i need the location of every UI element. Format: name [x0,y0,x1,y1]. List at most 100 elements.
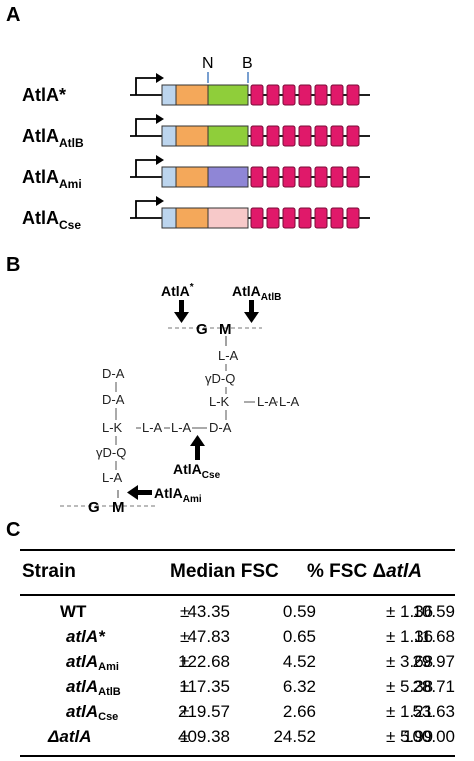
row-strain-4: atlACse [66,702,119,723]
row-median-pm-2: ± [180,652,190,671]
construct-label-2: AtlAAmi [22,167,82,191]
lysm-repeat [282,207,296,229]
svg-text:AtlACse: AtlACse [173,461,221,481]
row-median-0: 43.35 [187,602,230,621]
row-median-2: 122.68 [178,652,230,671]
lysm-repeat [250,125,264,147]
glycan-bottom-m: M [112,499,125,516]
row-pct-4: 53.63 [412,702,455,721]
row-strain-5: ΔatlA [48,727,92,746]
right-stem-1: L-A [218,348,239,363]
row-median-err-1: 0.65 [282,627,316,646]
right-stem-3: L-K [209,394,230,409]
row-pct-1: 11.68 [413,627,455,646]
lysm-repeat [330,166,344,188]
row-median-4: 219.57 [178,702,230,721]
catalytic-domain [207,84,249,106]
panel-letter-a: A [6,4,21,26]
lysm-repeat [346,125,360,147]
atla-cse-label: AtlA [173,461,202,477]
panel-letter-c: C [6,519,21,541]
lysm-repeat [266,84,280,106]
promoter-arrow [135,118,156,136]
row-pct-err-5: ± 5.99 [386,727,434,746]
lysm-repeat [266,125,280,147]
svg-text:AtlAAtlB: AtlAAtlB [232,283,281,303]
lysm-repeat [282,84,296,106]
construct-label-0: AtlA* [22,85,66,105]
left-stem-1: D-A [102,366,125,381]
left-stem-4: γD-Q [96,445,126,460]
left-stem-5: L-A [102,470,123,485]
right-branch-2: L-A [279,394,300,409]
atla-atlb-label: AtlA [232,283,261,299]
left-stem-3: L-K [102,420,123,435]
right-branch-1: L-A [257,394,278,409]
row-median-err-3: 6.32 [282,677,316,696]
glycan-top-g: G [196,321,208,338]
lysm-repeat [330,84,344,106]
table-header-rule [20,594,455,596]
row-pct-err-2: ± 3.68 [386,652,434,671]
promoter-arrow [135,77,156,95]
lysm-repeat [298,166,312,188]
table-top-rule [20,549,455,551]
lysm-repeat [346,84,360,106]
row-pct-3: 28.71 [412,677,455,696]
lysm-repeat [298,84,312,106]
catalytic-domain [207,207,249,229]
promoter-arrow-head [156,196,164,206]
row-pct-5: 100.00 [403,727,455,746]
row-strain-1: atlA* [66,627,105,646]
glycan-bottom-g: G [88,499,100,516]
lysm-repeat [346,166,360,188]
svg-text:AtlA*: AtlA* [161,282,194,299]
lysm-repeat [282,125,296,147]
row-strain-2: atlAAmi [66,652,119,673]
bridge-2: L-A [171,420,192,435]
row-median-3: 117.35 [179,677,230,696]
row-median-err-5: 24.52 [273,727,316,746]
row-median-pm-1: ± [180,627,190,646]
site-label-b: B [242,55,253,72]
atla-star-label: AtlA [161,283,190,299]
lysm-repeat [250,207,264,229]
row-pct-2: 29.97 [412,652,455,671]
lysm-repeat [346,207,360,229]
promoter-arrow-head [156,114,164,124]
lysm-repeat [298,207,312,229]
row-pct-err-0: ± 1.36 [386,602,434,621]
construct-label-1: AtlAAtlB [22,126,84,150]
row-pct-0: 10.59 [412,602,455,621]
header-median: Median FSC [170,561,279,582]
promoter-arrow-head [156,155,164,165]
site-label-n: N [202,55,214,72]
lysm-repeat [250,84,264,106]
row-strain-0: WT [60,602,87,621]
row-median-5: 409.38 [178,727,230,746]
lysm-repeat [298,125,312,147]
construct-label-3: AtlACse [22,208,81,232]
right-stem-2: γD-Q [205,371,235,386]
row-median-err-2: 4.52 [282,652,316,671]
promoter-arrow [135,200,156,218]
lysm-repeat [266,166,280,188]
peptidoglycan-diagram: G M G M L-A γD-Q L-K D-A L-A L-A D-A D-A… [60,282,300,516]
promoter-arrow [135,159,156,177]
row-median-pm-4: ± [180,702,190,721]
lysm-repeat [330,125,344,147]
row-median-pm-3: ± [180,677,190,696]
header-strain: Strain [22,561,76,582]
row-strain-3: atlAAtlB [66,677,121,698]
row-pct-err-3: ± 5.38 [386,677,434,696]
lysm-repeat [282,166,296,188]
svg-text:AtlAAmi: AtlAAmi [154,485,202,505]
left-stem-2: D-A [102,392,125,407]
panel-letter-b: B [6,254,21,276]
atla-ami-label: AtlA [154,485,183,501]
lysm-repeat [330,207,344,229]
row-median-err-4: 2.66 [282,702,316,721]
lysm-repeat [314,125,328,147]
catalytic-domain [207,166,249,188]
